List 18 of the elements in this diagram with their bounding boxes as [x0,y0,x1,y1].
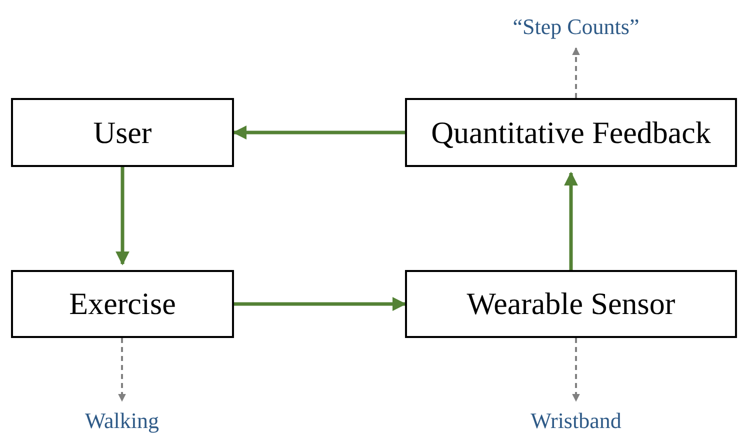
arrow [232,126,405,140]
process-box [405,98,737,167]
annotation-text: Wristband [516,407,636,434]
annotation-text: Walking [72,407,172,434]
process-box [405,270,737,338]
box-label: Quantitative Feedback [431,114,711,150]
arrow [564,172,578,270]
box-label: User [93,114,152,150]
box-label: Wearable Sensor [466,286,676,322]
box-label: Exercise [69,286,176,322]
process-box [11,270,234,338]
arrow [572,338,580,402]
arrow [572,47,580,98]
process-box [11,98,234,167]
arrow [116,167,130,266]
arrow [234,297,406,311]
arrow [118,338,126,402]
annotation-text: “Step Counts” [496,12,656,42]
